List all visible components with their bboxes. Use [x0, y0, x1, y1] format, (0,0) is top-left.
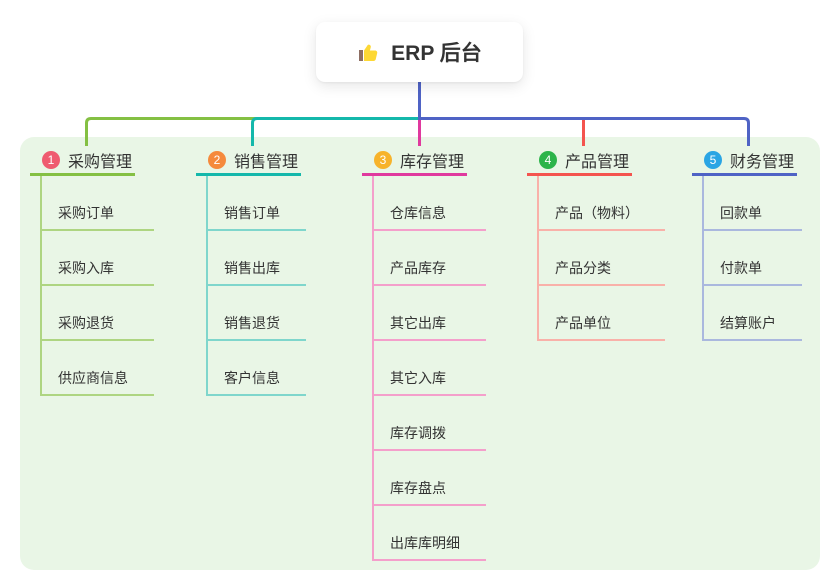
child-label: 销售订单 [224, 205, 280, 221]
branch-number-badge: 4 [539, 150, 557, 169]
child-label: 结算账户 [720, 315, 776, 331]
child-label: 产品单位 [555, 315, 611, 331]
branch-children: 销售订单 销售出库 销售退货 客户信息 [206, 176, 306, 396]
branch-sales: 2 销售管理 销售订单 销售出库 销售退货 客户信息 [196, 146, 306, 396]
branch-children: 仓库信息 产品库存 其它出库 其它入库 库存调拨 库存盘点 出库库明细 [372, 176, 486, 561]
child-label: 采购订单 [58, 205, 114, 221]
branch-finance: 5 财务管理 回款单 付款单 结算账户 [692, 146, 802, 341]
child-node[interactable]: 销售出库 [208, 231, 306, 286]
branch-header-inventory[interactable]: 3 库存管理 [362, 146, 467, 176]
branch-children: 回款单 付款单 结算账户 [702, 176, 802, 341]
child-node[interactable]: 销售订单 [208, 176, 306, 231]
child-label: 仓库信息 [390, 205, 446, 221]
root-label: ERP 后台 [391, 42, 482, 65]
child-node[interactable]: 采购退货 [42, 286, 154, 341]
branch-header-product[interactable]: 4 产品管理 [527, 146, 632, 176]
child-label: 供应商信息 [58, 370, 128, 386]
child-node[interactable]: 库存调拨 [374, 396, 486, 451]
branch-number-badge: 2 [208, 150, 226, 169]
child-node[interactable]: 其它出库 [374, 286, 486, 341]
branches-panel [20, 137, 820, 570]
branch-number-badge: 1 [42, 150, 60, 169]
child-label: 产品分类 [555, 260, 611, 276]
child-node[interactable]: 仓库信息 [374, 176, 486, 231]
child-node[interactable]: 供应商信息 [42, 341, 154, 396]
child-label: 产品（物料） [555, 205, 639, 221]
child-node[interactable]: 结算账户 [704, 286, 802, 341]
branch-label: 采购管理 [68, 153, 133, 171]
child-label: 客户信息 [224, 370, 280, 386]
child-label: 其它入库 [390, 370, 446, 386]
child-label: 库存盘点 [390, 480, 446, 496]
branch-purchase: 1 采购管理 采购订单 采购入库 采购退货 供应商信息 [30, 146, 154, 396]
child-label: 采购入库 [58, 260, 114, 276]
child-node[interactable]: 销售退货 [208, 286, 306, 341]
branch-label: 销售管理 [234, 153, 299, 171]
branch-number-badge: 5 [704, 150, 722, 169]
child-node[interactable]: 出库库明细 [374, 506, 486, 561]
child-node[interactable]: 库存盘点 [374, 451, 486, 506]
child-label: 出库库明细 [390, 535, 460, 551]
child-label: 采购退货 [58, 315, 114, 331]
child-node[interactable]: 产品库存 [374, 231, 486, 286]
child-node[interactable]: 其它入库 [374, 341, 486, 396]
branch-children: 产品（物料） 产品分类 产品单位 [537, 176, 665, 341]
child-node[interactable]: 采购订单 [42, 176, 154, 231]
branch-header-finance[interactable]: 5 财务管理 [692, 146, 797, 176]
thumbs-up-icon [359, 44, 378, 61]
child-label: 销售退货 [224, 315, 280, 331]
branch-label: 产品管理 [565, 153, 630, 171]
child-node[interactable]: 付款单 [704, 231, 802, 286]
branch-inventory: 3 库存管理 仓库信息 产品库存 其它出库 其它入库 库存调拨 库存盘点 出库库… [362, 146, 486, 561]
child-node[interactable]: 采购入库 [42, 231, 154, 286]
branch-header-sales[interactable]: 2 销售管理 [196, 146, 301, 176]
branch-number-badge: 3 [374, 150, 392, 169]
child-label: 付款单 [720, 260, 762, 276]
child-node[interactable]: 产品（物料） [539, 176, 665, 231]
branch-label: 库存管理 [400, 153, 465, 171]
branch-header-purchase[interactable]: 1 采购管理 [30, 146, 135, 176]
branch-product: 4 产品管理 产品（物料） 产品分类 产品单位 [527, 146, 665, 341]
branch-label: 财务管理 [730, 153, 795, 171]
child-label: 回款单 [720, 205, 762, 221]
child-node[interactable]: 产品单位 [539, 286, 665, 341]
root-node[interactable]: ERP 后台 [316, 22, 523, 82]
child-node[interactable]: 回款单 [704, 176, 802, 231]
child-node[interactable]: 产品分类 [539, 231, 665, 286]
child-label: 库存调拨 [390, 425, 446, 441]
child-label: 产品库存 [390, 260, 446, 276]
child-label: 销售出库 [224, 260, 280, 276]
child-label: 其它出库 [390, 315, 446, 331]
child-node[interactable]: 客户信息 [208, 341, 306, 396]
branch-children: 采购订单 采购入库 采购退货 供应商信息 [40, 176, 154, 396]
